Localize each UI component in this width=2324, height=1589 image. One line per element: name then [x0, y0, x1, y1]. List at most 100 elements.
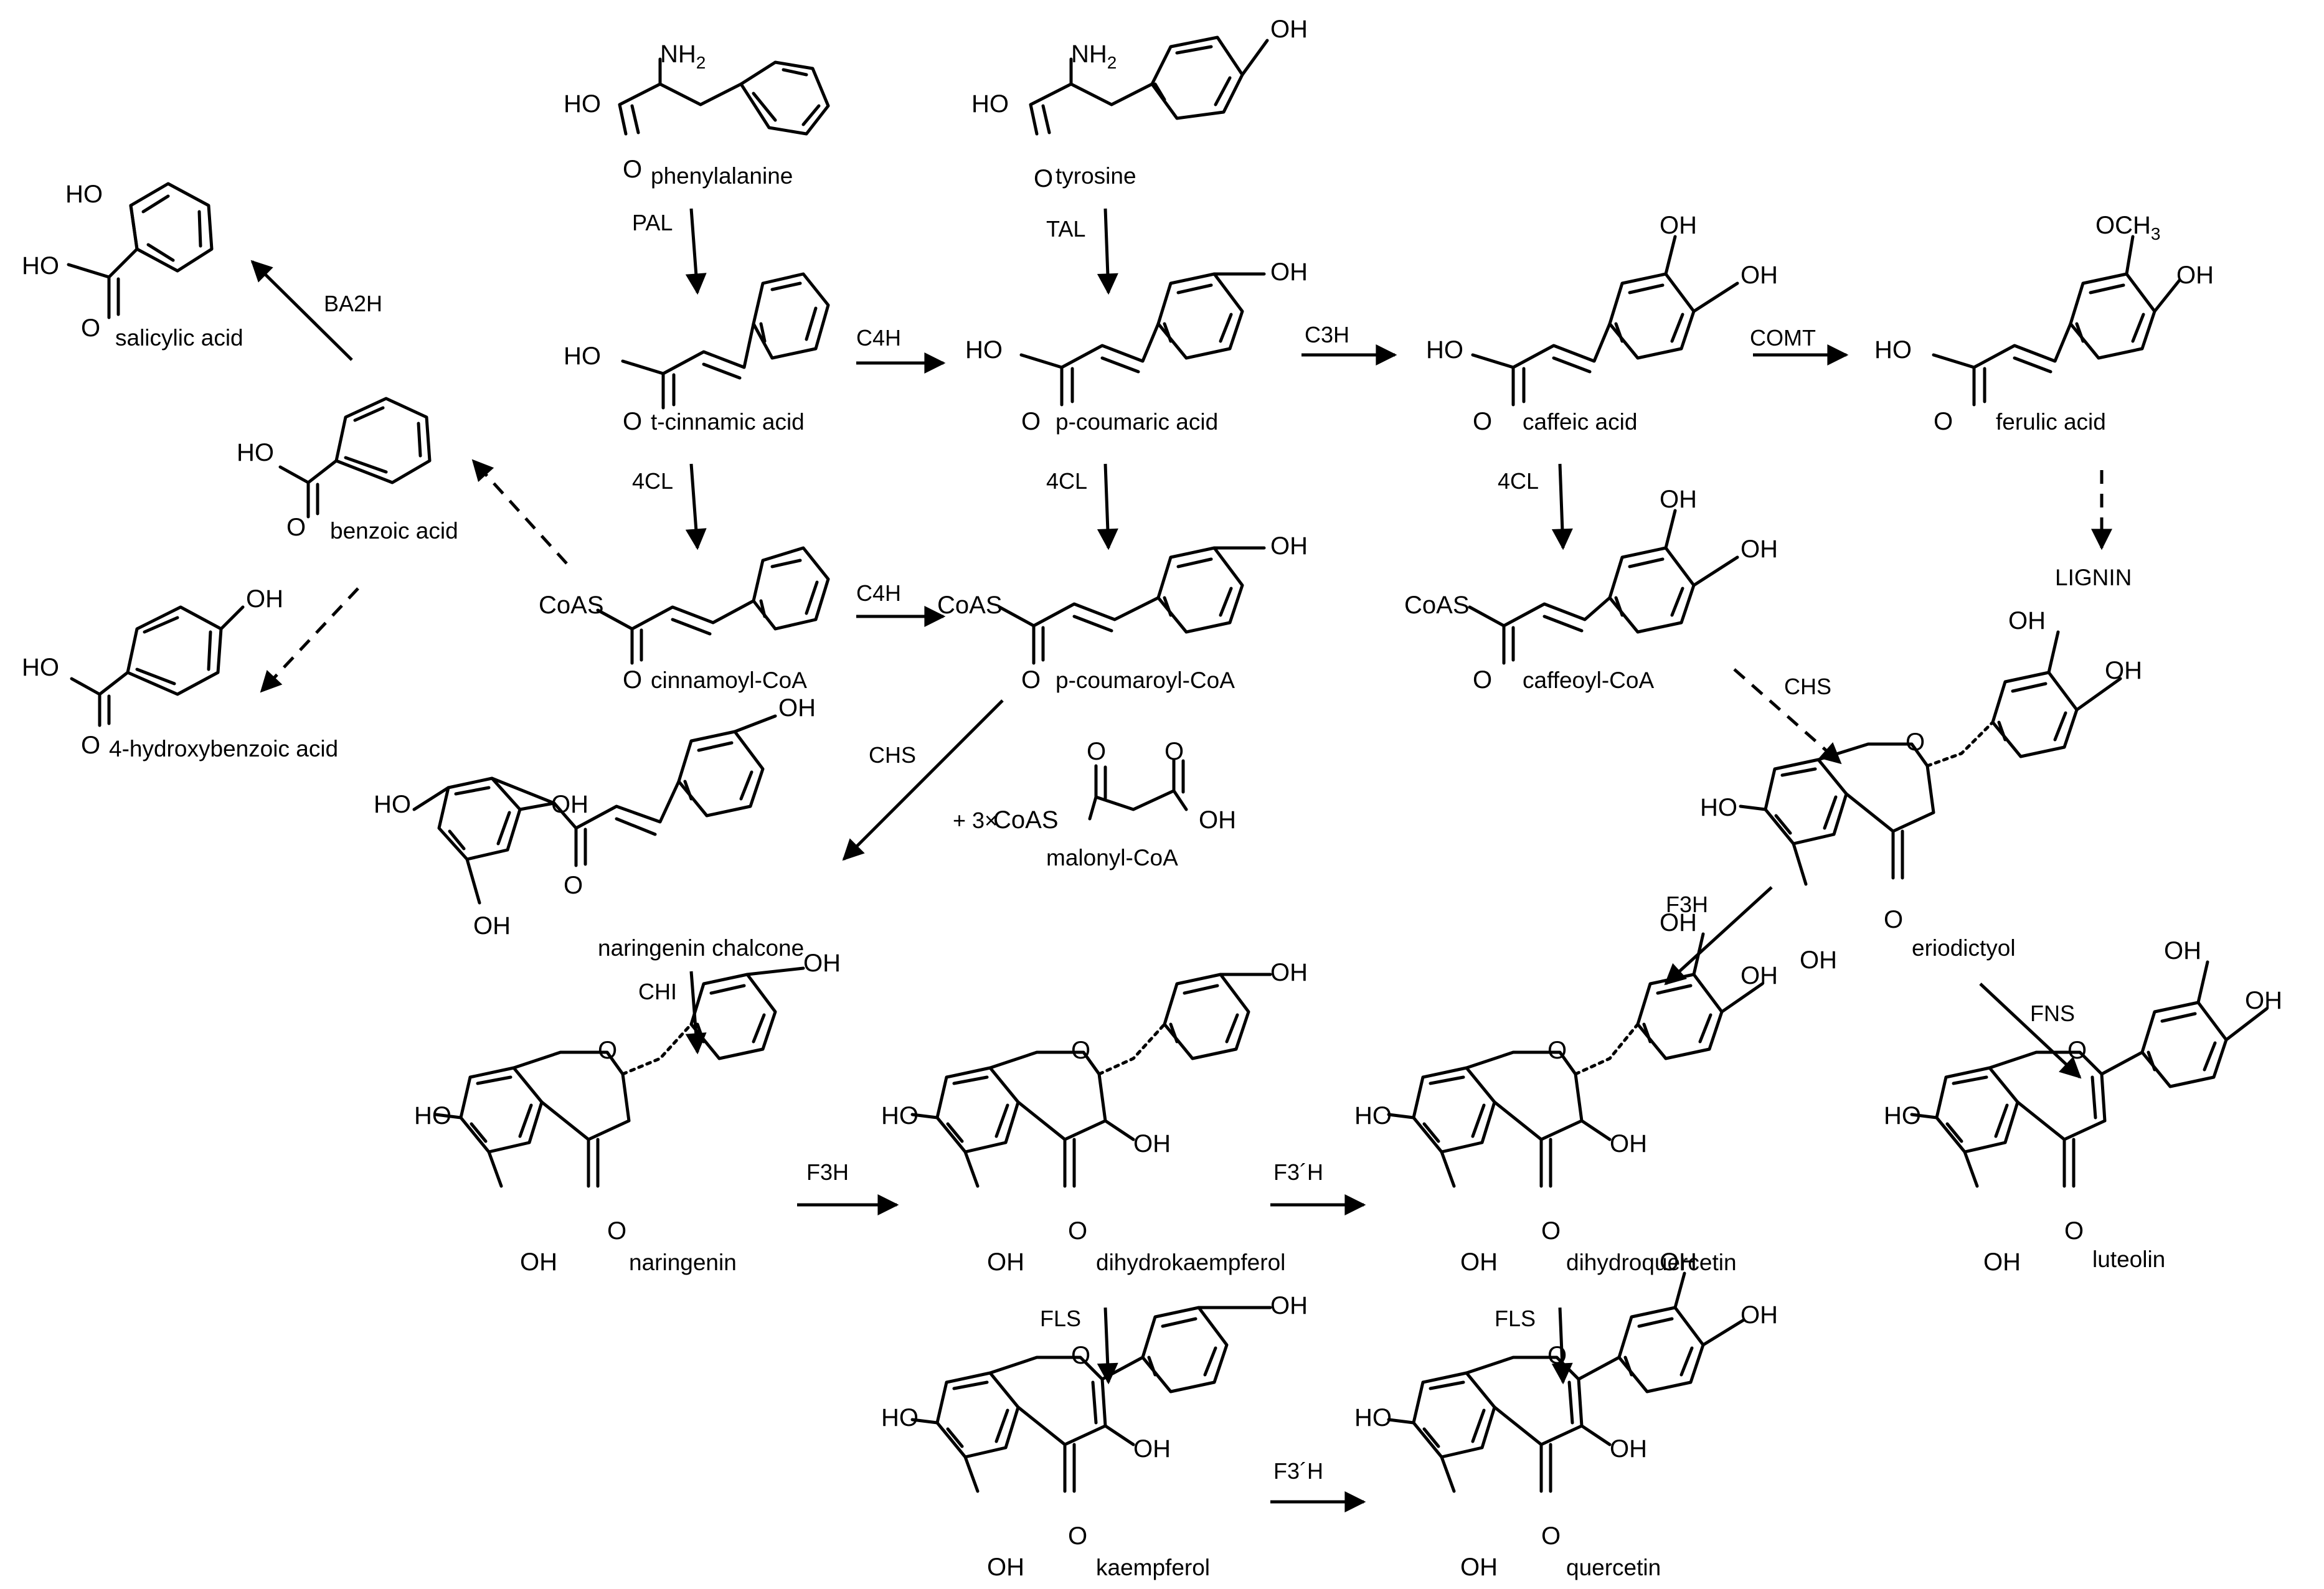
ho-label: HO	[237, 439, 274, 466]
enzyme-4cl: 4CL	[1046, 468, 1087, 494]
o-label: O	[1068, 1522, 1087, 1550]
arrow-benzoic	[471, 459, 568, 565]
oh-label: OH	[987, 1554, 1024, 1581]
o-label: O	[1021, 408, 1041, 435]
compound-cinnamoyl-coa: cinnamoyl-CoA	[651, 667, 807, 693]
naringenin-structure: HO O OH O OH	[414, 950, 841, 1276]
o-label: O	[81, 732, 100, 759]
oh-label: OH	[1199, 806, 1236, 834]
oh-label: OH	[2008, 607, 2046, 634]
eriodictyol-structure: HO O OH OH OH O	[1700, 607, 2142, 974]
arrow-f3h-eriodictyol	[1664, 886, 1773, 986]
oh-label: OH	[1270, 16, 1308, 43]
ho-label: HO	[1354, 1404, 1392, 1431]
compound-phenylalanine: phenylalanine	[651, 163, 793, 189]
compound-malonyl-coa: malonyl-CoA	[1046, 845, 1178, 870]
ho-label: HO	[22, 654, 59, 681]
oh-label: OH	[473, 912, 511, 940]
oh-label: OH	[1660, 1248, 1697, 1276]
enzyme-4cl: 4CL	[632, 468, 673, 494]
tyrosine-structure: HO NH2 OH O	[971, 16, 1308, 192]
o-label: O	[81, 314, 100, 342]
oh-label: OH	[1610, 1130, 1647, 1158]
dihydrokaempferol-structure: HO O OH OH OH O	[881, 959, 1308, 1276]
coas-label: CoAS	[539, 592, 604, 619]
malonyl-coa-structure: CoAS O O OH	[993, 738, 1236, 834]
compound-luteolin: luteolin	[2092, 1247, 2165, 1272]
arrow-ba2h	[250, 260, 353, 361]
p-coumaroyl-coa-structure: CoAS OH O	[937, 532, 1308, 694]
o-label: O	[1541, 1217, 1561, 1245]
hydroxybenzoic-acid-structure: HO OH O	[22, 585, 283, 759]
enzyme-comt: COMT	[1750, 325, 1816, 351]
caffeic-acid-structure: HO OH OH O	[1426, 212, 1778, 435]
oh-label: OH	[803, 950, 841, 977]
oh-label: OH	[2245, 987, 2282, 1014]
cinnamoyl-coa-structure: CoAS O	[539, 546, 830, 694]
compound-dihydroquercetin: dihydroquercetin	[1566, 1250, 1737, 1275]
enzyme-chs: CHS	[869, 742, 916, 768]
oh-label: OH	[2176, 262, 2214, 289]
luteolin-structure: HO O OH OH OH O	[1884, 937, 2282, 1276]
ferulic-acid-structure: HO OCH3 OH O	[1874, 212, 2214, 435]
enzyme-f3ph: F3´H	[1273, 1458, 1323, 1484]
coas-label: CoAS	[993, 806, 1059, 834]
oh-label: OH	[1741, 535, 1778, 563]
o-label: O	[1547, 1342, 1567, 1369]
compound-t-cinnamic-acid: t-cinnamic acid	[651, 409, 805, 435]
enzyme-pal: PAL	[632, 210, 673, 235]
oh-label: OH	[246, 585, 283, 613]
ho-label: HO	[965, 336, 1003, 364]
o-label: O	[1071, 1342, 1090, 1369]
malonyl-stoichiometry: + 3×	[953, 808, 998, 833]
ho-label: HO	[374, 791, 411, 818]
o-label: O	[1021, 666, 1041, 694]
enzyme-4cl: 4CL	[1498, 468, 1539, 494]
p-coumaric-acid-structure: HO OH O	[965, 258, 1308, 435]
ho-label: HO	[65, 181, 103, 208]
enzyme-c4h: C4H	[856, 580, 901, 606]
enzyme-c3h: C3H	[1305, 322, 1349, 347]
nh2-label: NH2	[1071, 40, 1117, 72]
oh-label: OH	[1133, 1435, 1171, 1463]
oh-label: OH	[1270, 258, 1308, 286]
ho-label: HO	[1884, 1102, 1921, 1129]
arrow-chs	[842, 699, 1004, 861]
salicylic-acid-structure: HO HO O	[22, 181, 214, 342]
arrow-fls-quercetin	[1551, 1307, 1573, 1385]
oh-label: OH	[1660, 212, 1697, 239]
compound-kaempferol: kaempferol	[1096, 1555, 1210, 1580]
o-label: O	[623, 156, 642, 183]
o-label: O	[1884, 906, 1903, 933]
oh-label: OH	[1741, 962, 1778, 989]
oh-label: OH	[520, 1248, 557, 1276]
compound-dihydrokaempferol: dihydrokaempferol	[1096, 1250, 1285, 1275]
oh-label: OH	[2105, 657, 2142, 684]
o-label: O	[607, 1217, 626, 1245]
o-label: O	[2064, 1217, 2084, 1245]
coas-label: CoAS	[1404, 592, 1470, 619]
o-label: O	[564, 872, 583, 899]
ho-label: HO	[1426, 336, 1463, 364]
nh2-label: NH2	[660, 40, 706, 72]
compound-p-coumaroyl-coa: p-coumaroyl-CoA	[1056, 667, 1235, 693]
arrow-fns	[1979, 983, 2082, 1079]
arrow-chi	[685, 971, 707, 1055]
oh-label: OH	[1270, 1292, 1308, 1319]
ho-label: HO	[1354, 1102, 1392, 1129]
oh-label: OH	[1610, 1435, 1647, 1463]
compound-eriodictyol: eriodictyol	[1912, 935, 2016, 961]
oh-label: OH	[1460, 1554, 1498, 1581]
ho-label: HO	[881, 1102, 919, 1129]
enzyme-ba2h: BA2H	[324, 291, 382, 316]
benzoic-acid-structure: HO O	[237, 397, 432, 541]
o-label: O	[1034, 165, 1053, 192]
o-label: O	[1541, 1522, 1561, 1550]
oh-label: OH	[1660, 486, 1697, 513]
compound-quercetin: quercetin	[1566, 1555, 1661, 1580]
oh-label: OH	[1270, 959, 1308, 986]
oh-label: OH	[1741, 262, 1778, 289]
o-label: O	[1547, 1037, 1567, 1064]
kaempferol-structure: HO O OH OH OH O	[881, 1292, 1308, 1581]
